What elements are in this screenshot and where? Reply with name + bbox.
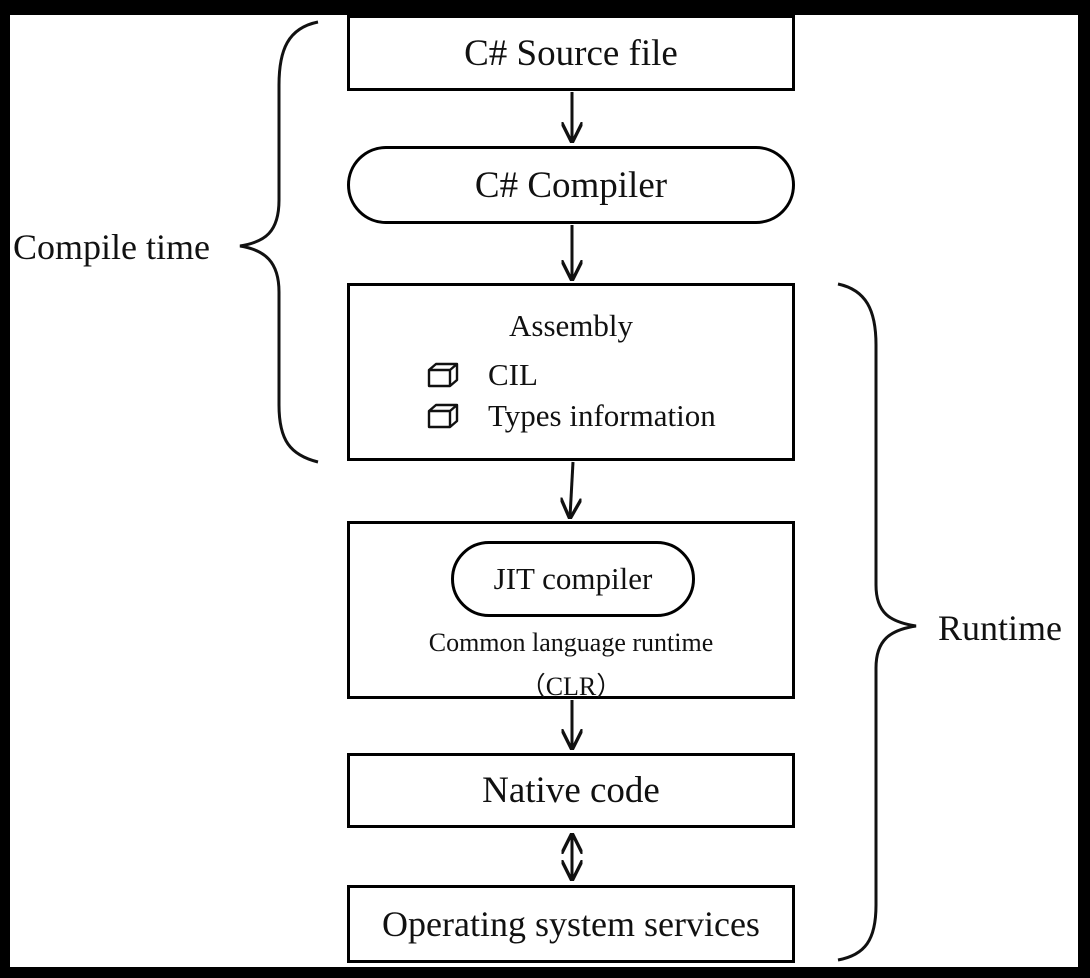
clr-name-label: Common language runtime xyxy=(428,628,714,657)
clr-abbrev-label: （CLR） xyxy=(519,672,623,701)
assembly-item-cil: CIL xyxy=(426,357,538,393)
os-services-label: Operating system services xyxy=(382,904,760,944)
assembly-item-label: CIL xyxy=(488,357,538,392)
assembly-item-types: Types information xyxy=(426,398,716,434)
cube-icon xyxy=(427,403,459,429)
os-services-node: Operating system services xyxy=(347,885,795,963)
compile-time-brace xyxy=(239,20,319,464)
assembly-title: Assembly xyxy=(509,308,633,343)
compile-time-label: Compile time xyxy=(13,227,210,267)
jit-compiler-node: JIT compiler xyxy=(451,541,695,617)
source-file-label: C# Source file xyxy=(464,32,678,74)
cube-icon xyxy=(427,362,459,388)
edge-assembly-clr xyxy=(570,461,573,517)
clr-node: JIT compiler Common language runtime （CL… xyxy=(347,521,795,701)
native-code-node: Native code xyxy=(347,753,795,828)
runtime-label: Runtime xyxy=(938,608,1062,648)
runtime-brace xyxy=(837,282,917,962)
assembly-item-label: Types information xyxy=(488,398,716,433)
assembly-node: Assembly CIL Types information xyxy=(347,283,795,461)
native-code-label: Native code xyxy=(482,770,660,811)
csharp-compiler-label: C# Compiler xyxy=(474,164,668,206)
source-file-node: C# Source file xyxy=(347,15,795,91)
csharp-compiler-node: C# Compiler xyxy=(347,146,795,224)
jit-compiler-label: JIT compiler xyxy=(493,561,653,596)
